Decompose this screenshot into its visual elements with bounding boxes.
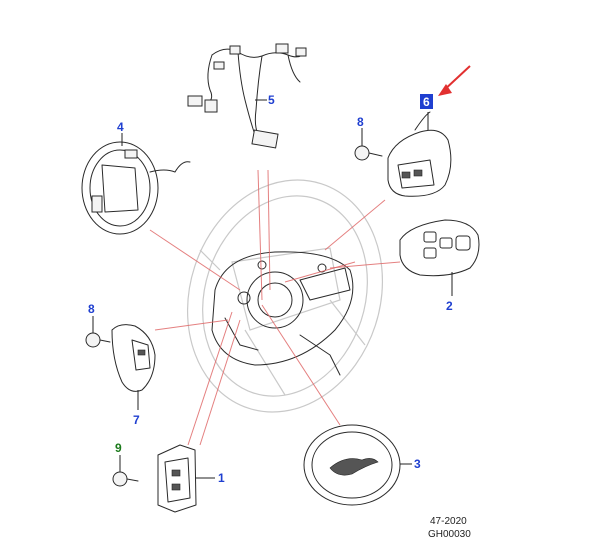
paddle-switch-part-6	[387, 111, 452, 197]
steering-wheel-hub	[211, 251, 354, 376]
drawing-id: GH00030	[428, 529, 471, 540]
callout-8-left: 8	[88, 302, 95, 316]
wiring-harness-part-5	[187, 43, 307, 149]
screw-part-8-left	[85, 316, 111, 348]
callout-4: 4	[117, 120, 124, 134]
clockspring-part-4	[81, 133, 191, 235]
callout-5: 5	[268, 93, 275, 107]
callout-2: 2	[446, 299, 453, 313]
callout-6-highlight	[420, 94, 433, 109]
airbag-part-3	[303, 424, 412, 506]
callout-6: 6	[423, 95, 430, 109]
screw-part-8-top	[354, 128, 383, 161]
callout-1: 1	[218, 471, 225, 485]
switch-pack-part-2	[399, 219, 480, 296]
callout-7: 7	[133, 413, 140, 427]
highlight-arrow	[438, 65, 471, 96]
callout-8-top: 8	[357, 115, 364, 129]
date-code: 47-2020	[430, 516, 467, 527]
callout-9: 9	[115, 441, 122, 455]
explode-lines	[149, 169, 401, 446]
screw-part-9	[112, 455, 139, 487]
callout-3: 3	[414, 457, 421, 471]
bracket-part-1	[157, 444, 215, 513]
paddle-switch-part-7	[111, 324, 156, 410]
steering-wheel-ghost	[186, 179, 384, 413]
